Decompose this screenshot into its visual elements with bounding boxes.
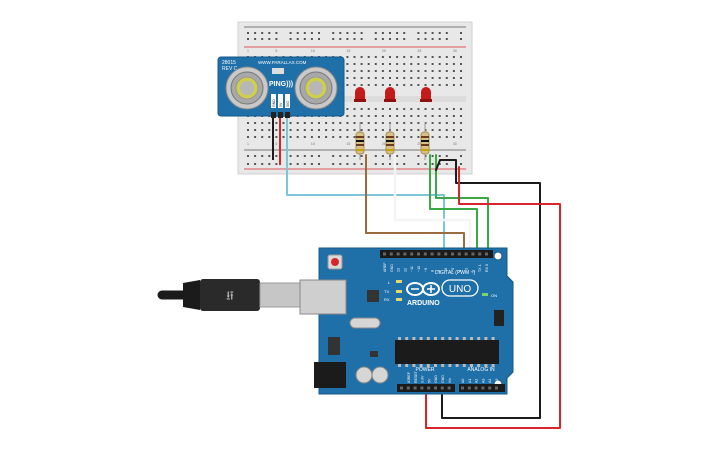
- row-number-bottom: 30: [453, 142, 457, 146]
- pin-label: 7: [437, 270, 441, 272]
- rx-led: [396, 298, 402, 301]
- power-header[interactable]: [397, 384, 455, 392]
- pin-label: ~5: [451, 268, 455, 272]
- pin-label: A2: [475, 379, 479, 383]
- sensor-model-line1: 28015: [222, 60, 236, 66]
- wire-brown-led1[interactable]: [365, 154, 465, 253]
- tx-led: [396, 290, 402, 293]
- pin-label: GND: [390, 264, 394, 272]
- pin-label: 13: [397, 268, 401, 272]
- wire-green-led3b[interactable]: [435, 154, 489, 253]
- uno-text: UNO: [449, 284, 471, 295]
- wire-black-gnd[interactable]: [435, 159, 541, 419]
- pin-label: RX 0: [485, 264, 489, 272]
- icsp-header: [494, 310, 504, 326]
- usb-cable[interactable]: ⭿: [157, 279, 303, 311]
- on-led: [482, 293, 488, 296]
- pin-label: 3.3V: [421, 375, 425, 383]
- pin-label: A4: [488, 379, 492, 383]
- analog-label: ANALOG IN: [467, 367, 495, 373]
- pin-label: 4: [458, 270, 462, 272]
- l-label: L: [388, 280, 391, 285]
- on-label: ON: [491, 293, 497, 298]
- analog-header[interactable]: [459, 384, 505, 392]
- sensor-model-line2: REV C: [222, 66, 238, 72]
- reset-button[interactable]: [327, 254, 343, 270]
- pin-label: ~9: [424, 268, 428, 272]
- pin-label: ~10: [417, 266, 421, 272]
- l-led: [396, 280, 402, 283]
- row-number-top: 10: [311, 49, 315, 53]
- sensor-url: WWW.PARALLAX.COM: [258, 60, 307, 65]
- sensor-pin-5v: 5V: [279, 102, 283, 107]
- pin-label: 8: [431, 270, 435, 272]
- row-number-bottom: 25: [417, 142, 421, 146]
- row-number-bottom: 1: [247, 142, 249, 146]
- resistor-1[interactable]: [355, 122, 365, 160]
- pin-label: GND: [441, 375, 445, 383]
- capacitor-2: [371, 366, 389, 384]
- wire-red-5v[interactable]: [425, 166, 561, 429]
- pin-label: ~11: [410, 266, 414, 272]
- sensor-pin-gnd: GND: [272, 99, 276, 107]
- pin-label: A3: [481, 379, 485, 383]
- wire-white-led2[interactable]: [393, 153, 472, 254]
- row-number-top: 1: [247, 49, 249, 53]
- digital-header[interactable]: [380, 250, 493, 258]
- pin-label: RESET: [414, 370, 418, 383]
- capacitor-1: [355, 366, 373, 384]
- usb-port[interactable]: [299, 279, 347, 315]
- pin-label: IOREF: [407, 371, 411, 383]
- wire-green-led3[interactable]: [429, 154, 478, 253]
- row-number-bottom: 5: [275, 142, 277, 146]
- ultrasonic-sensor[interactable]: 28015 REV C WWW.PARALLAX.COM PING))) GND…: [217, 56, 345, 118]
- resistor-3[interactable]: [420, 122, 430, 160]
- arduino-logo-text: ARDUINO: [407, 300, 440, 307]
- pin-label: Vin: [448, 378, 452, 383]
- sensor-pin-sig: SIG: [286, 101, 290, 107]
- pin-label: GND: [434, 375, 438, 383]
- pin-label: A1: [468, 379, 472, 383]
- crystal-oscillator: [349, 317, 381, 329]
- pin-label: 12: [403, 268, 407, 272]
- sensor-brand: PING))): [269, 81, 293, 88]
- usb-symbol-icon: ⭿: [226, 289, 234, 303]
- row-number-bottom: 20: [382, 142, 386, 146]
- led-2[interactable]: [384, 87, 396, 102]
- power-jack[interactable]: [314, 362, 346, 388]
- led-1[interactable]: [354, 87, 366, 102]
- usb-chip: [367, 290, 379, 302]
- tx-label: TX: [384, 289, 389, 294]
- arduino-logo-icon: [406, 282, 440, 296]
- pin-label: 5V: [427, 378, 431, 383]
- led-3[interactable]: [420, 87, 432, 102]
- power-label: POWER: [416, 367, 435, 373]
- pin-label: ~3: [465, 268, 469, 272]
- pin-label: TX 1: [478, 264, 482, 272]
- row-number-top: 15: [346, 49, 350, 53]
- pin-label: ~6: [444, 268, 448, 272]
- row-number-top: 25: [417, 49, 421, 53]
- rx-label: RX: [384, 297, 390, 302]
- atmega-chip: [395, 337, 499, 367]
- row-number-top: 20: [382, 49, 386, 53]
- pin-label: A5: [495, 379, 499, 383]
- voltage-regulator: [328, 337, 340, 355]
- digital-label: DIGITAL (PWM ~): [435, 270, 475, 276]
- pin-label: 2: [471, 270, 475, 272]
- pin-label: AREF: [383, 262, 387, 272]
- row-number-top: 30: [453, 49, 457, 53]
- row-number-top: 5: [275, 49, 277, 53]
- row-number-bottom: 10: [311, 142, 315, 146]
- resistor-2[interactable]: [385, 122, 395, 160]
- pin-label: A0: [461, 379, 465, 383]
- row-number-bottom: 15: [346, 142, 350, 146]
